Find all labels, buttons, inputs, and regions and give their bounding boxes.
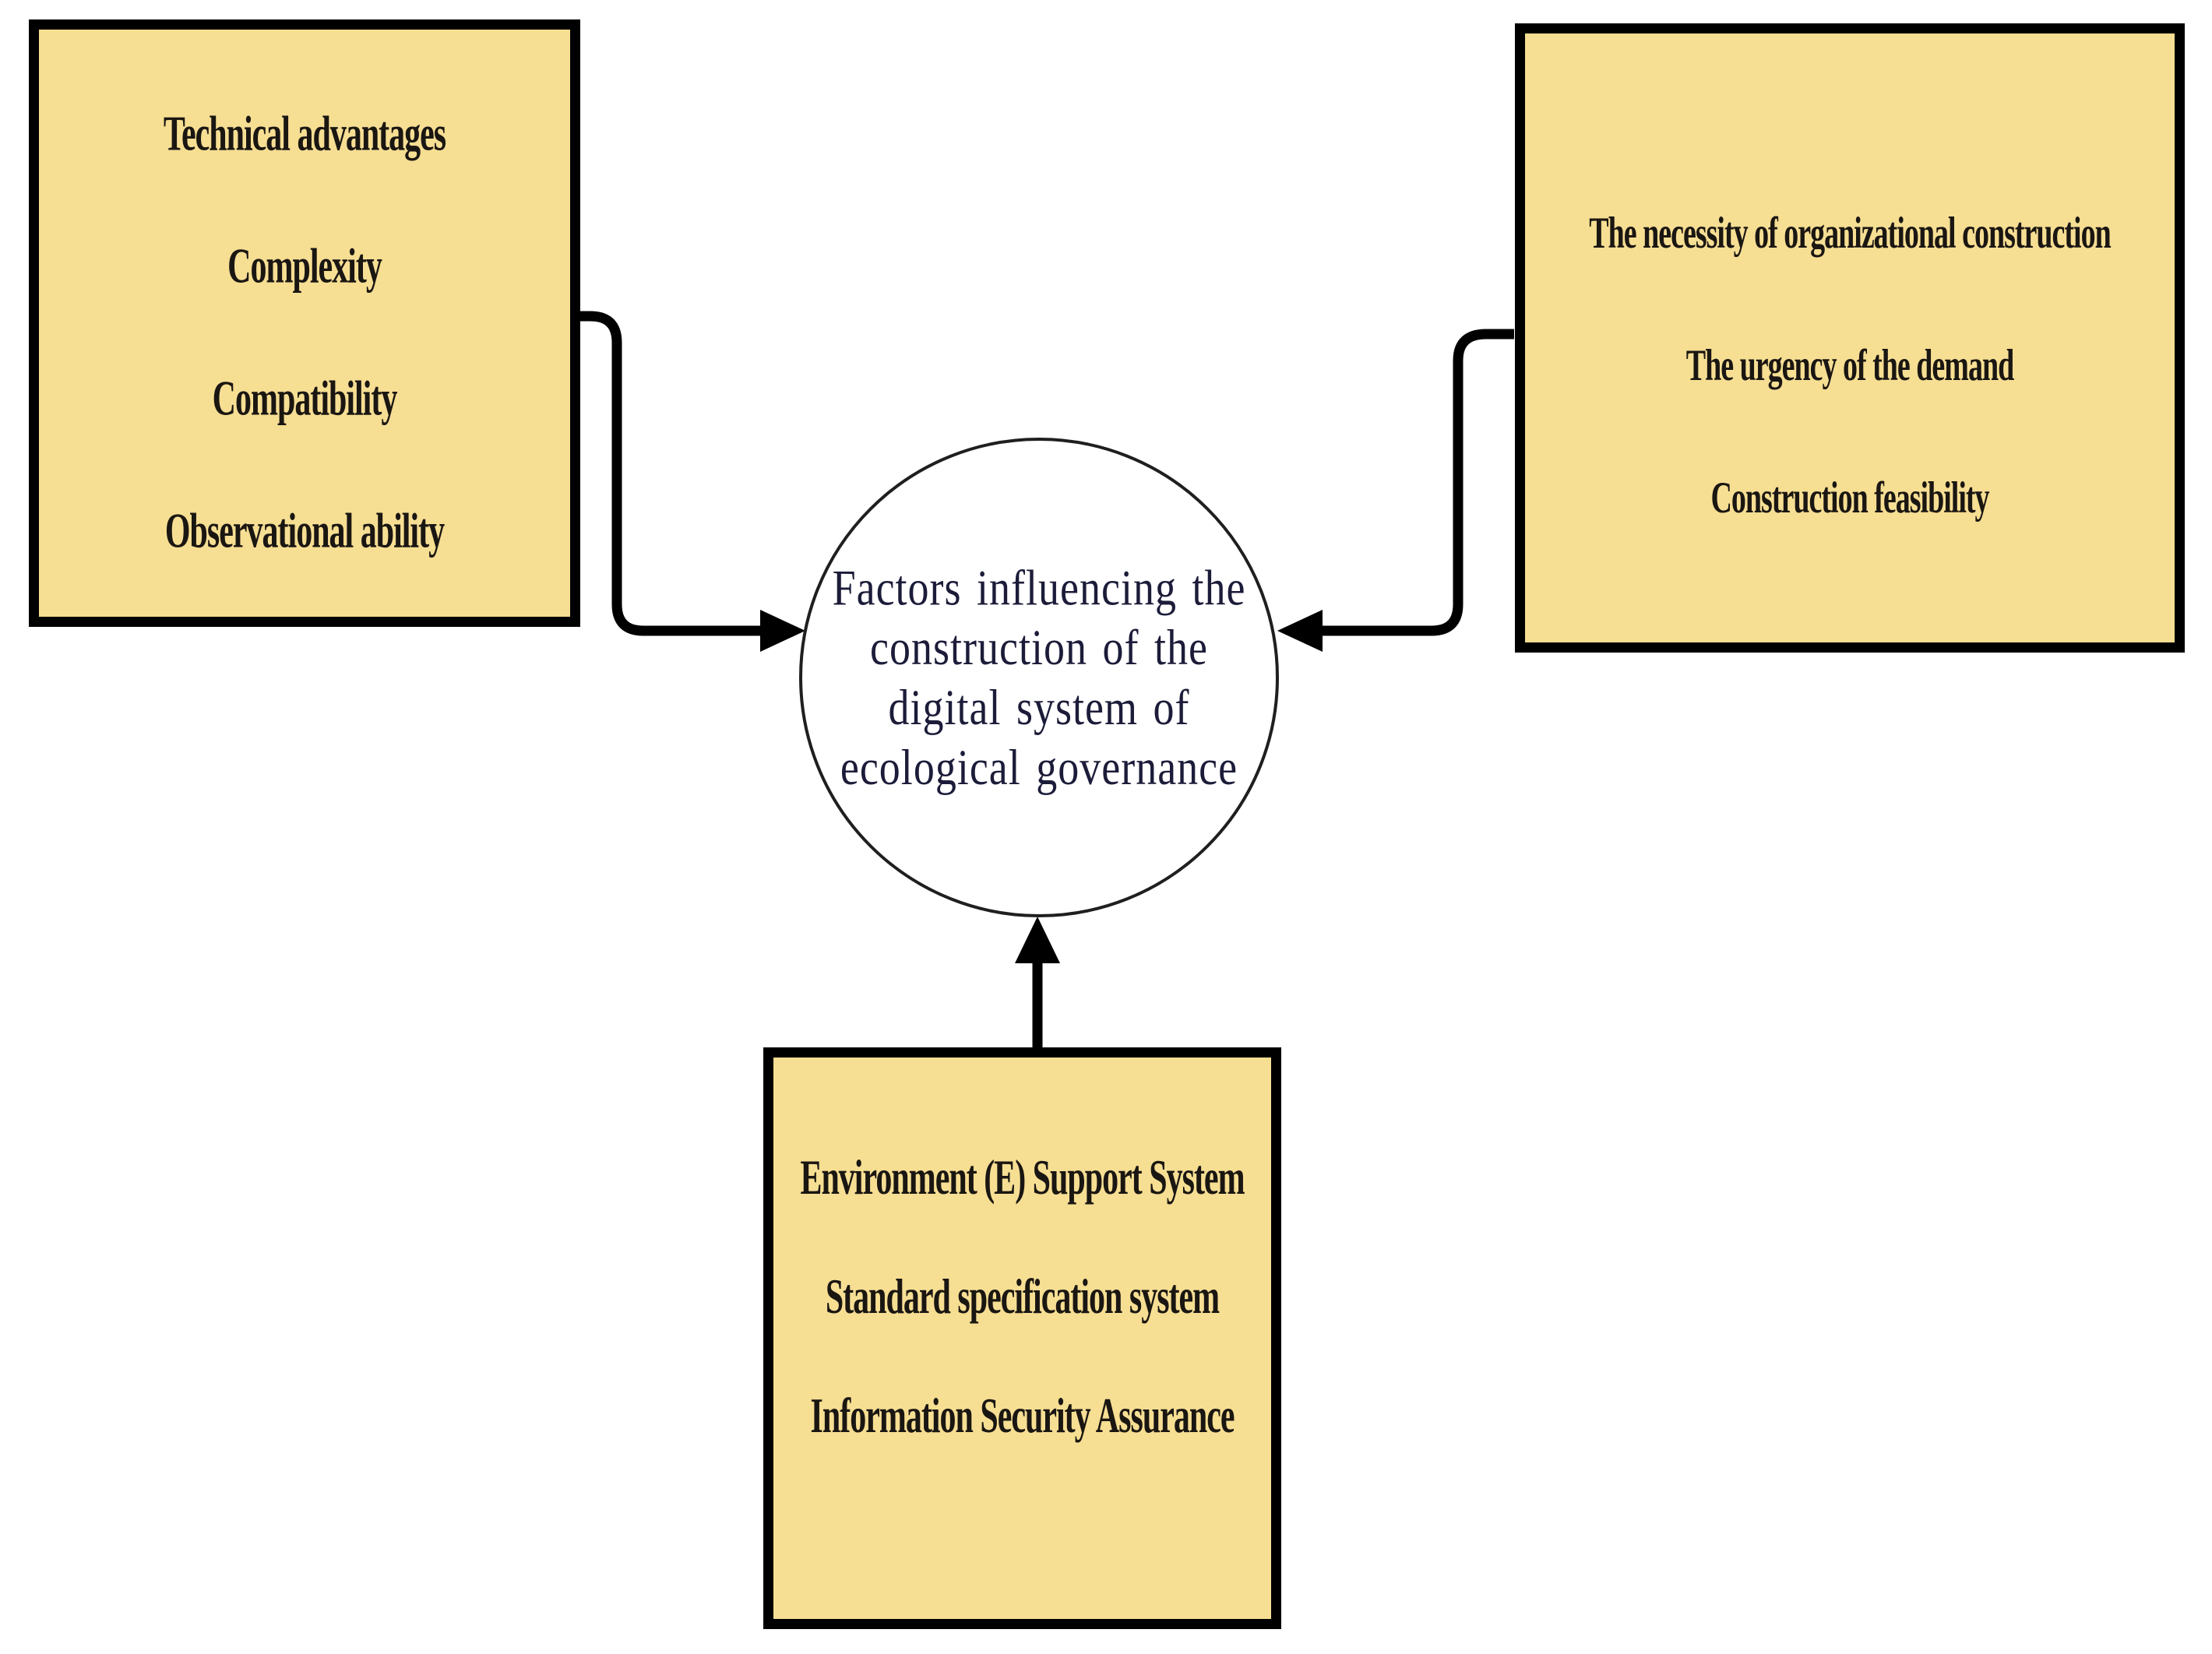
arrowhead-bottom-connector bbox=[1015, 917, 1060, 963]
arrowhead-left-connector bbox=[760, 610, 805, 652]
factor-label: Information Security Assurance bbox=[810, 1389, 1235, 1443]
factor-label: The urgency of the demand bbox=[1685, 341, 2014, 391]
arrowhead-right-connector bbox=[1277, 610, 1323, 652]
central-topic-circle: Factors influencing the construction of … bbox=[799, 438, 1279, 917]
organization-factors-box: The necessity of organizational construc… bbox=[1515, 23, 2185, 653]
factor-label: The necessity of organizational construc… bbox=[1589, 209, 2112, 259]
factor-label: Construction feasibility bbox=[1710, 473, 1989, 523]
technology-factors-box: Technical advantages Complexity Compatib… bbox=[29, 19, 580, 627]
central-topic-line: digital system of bbox=[888, 679, 1190, 736]
factor-label: Environment (E) Support System bbox=[800, 1151, 1245, 1205]
factor-label: Complexity bbox=[227, 240, 382, 294]
connector-left-to-circle bbox=[580, 311, 762, 636]
central-topic-label: Factors influencing the construction of … bbox=[833, 558, 1246, 797]
factor-label: Compatibility bbox=[212, 372, 398, 427]
connector-right-to-circle bbox=[1321, 329, 1514, 636]
central-topic-line: construction of the bbox=[870, 619, 1208, 676]
central-topic-line: ecological governance bbox=[840, 739, 1238, 796]
support-system-box: Environment (E) Support System Standard … bbox=[763, 1047, 1281, 1629]
factor-label: Standard specification system bbox=[825, 1270, 1220, 1324]
factor-label: Observational ability bbox=[164, 505, 445, 559]
central-topic-line: Factors influencing the bbox=[832, 559, 1246, 616]
factor-label: Technical advantages bbox=[163, 107, 446, 162]
